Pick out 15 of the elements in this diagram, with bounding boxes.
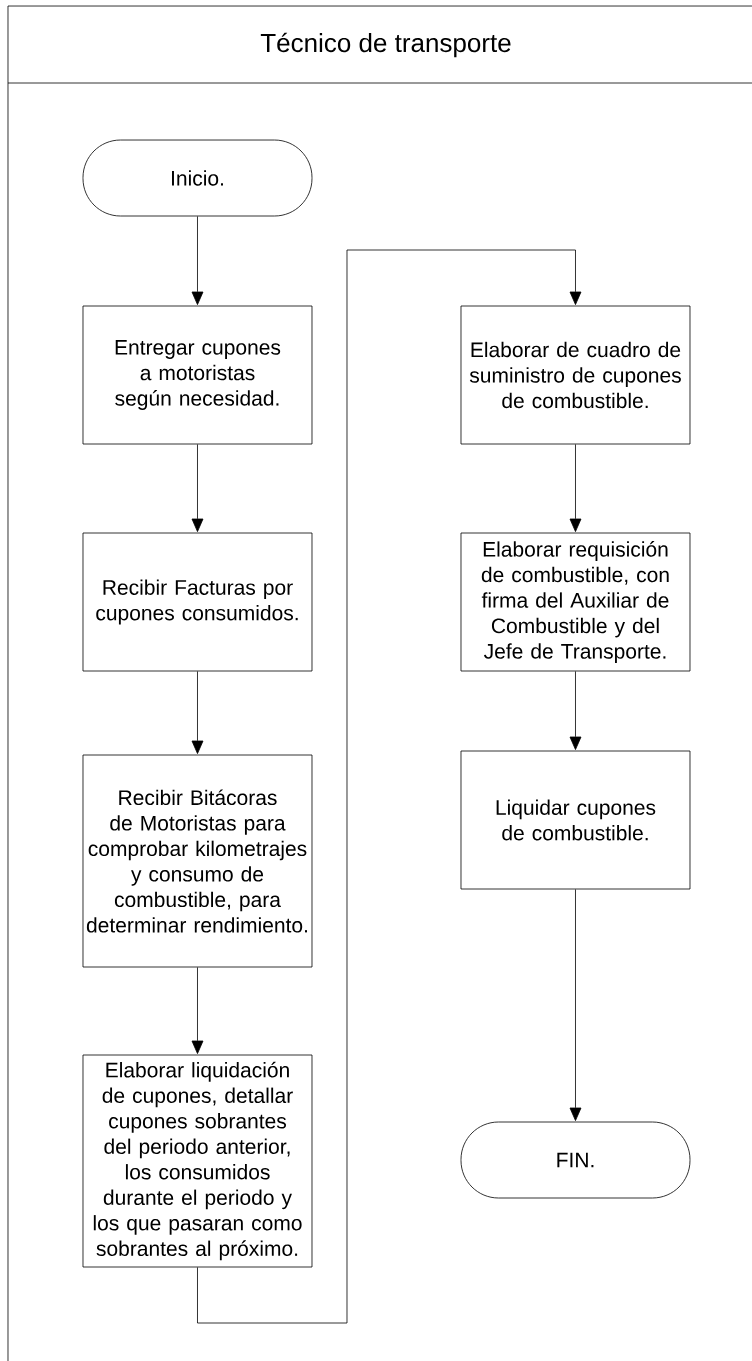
process-box: Entregar cupones a motoristas según necesidad. xyxy=(82,305,313,445)
process-box: Recibir Bitácoras de Motoristas para comprobar kilometrajes y consumo de combustible, para determinar rendimiento. xyxy=(82,754,313,968)
process-box: Recibir Facturas por cupones consumidos. xyxy=(82,532,313,672)
process-box: Elaborar requisición de combustible, con firma del Auxiliar de Combustible y del Jefe de Transporte. xyxy=(460,532,691,672)
arrow xyxy=(569,671,582,750)
arrow xyxy=(191,671,204,754)
arrow xyxy=(197,249,582,1324)
arrow xyxy=(191,216,204,305)
arrow xyxy=(191,967,204,1054)
arrow xyxy=(569,889,582,1121)
arrow xyxy=(569,444,582,532)
arrow xyxy=(191,444,204,532)
process-box: Elaborar liquidación de cupones, detallar cupones sobrantes del periodo anterior, los consumidos durante el periodo y los que pasaran como sobrantes al próximo. xyxy=(82,1054,313,1268)
process-box: Elaborar de cuadro de suministro de cupones de combustible. xyxy=(460,305,691,445)
process-box: Liquidar cupones de combustible. xyxy=(460,750,691,890)
